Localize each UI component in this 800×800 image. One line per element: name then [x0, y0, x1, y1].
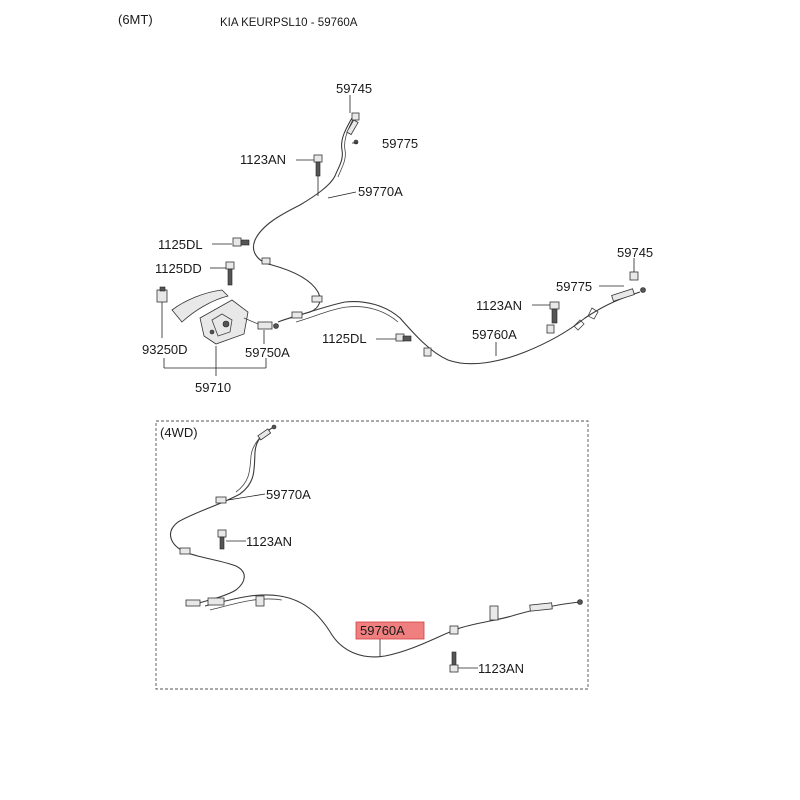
bolt-1123an-right [549, 301, 560, 324]
bolt-1125dl-top [232, 237, 250, 247]
cable-end-fitting-4wd-top [257, 428, 272, 441]
clip-59745-right [629, 271, 639, 281]
label-93250d: 93250D [142, 342, 188, 357]
parking-brake-lever-59710 [171, 289, 267, 345]
bolt-1125dd [225, 261, 235, 286]
cable-clip-left [261, 257, 271, 265]
label-1125dl-top: 1125DL [158, 237, 203, 252]
label-59770a-4wd: 59770A [266, 487, 311, 502]
cable-end-fitting-top [346, 119, 359, 136]
cable-end-fitting-right [611, 288, 635, 302]
bolt-1123an-4wd-a [217, 529, 227, 550]
cable-end-ball-4wd-top [271, 424, 277, 430]
bolt-1123an-4wd-b [449, 651, 459, 673]
bracket-4wd-right [489, 605, 499, 621]
bracket-4wd-mid [255, 595, 265, 607]
cable-end-ball-4wd-right [577, 599, 583, 605]
cable-clip-4wd-1 [215, 496, 227, 504]
label-1123an-4wd-a: 1123AN [246, 534, 292, 549]
cable-clip-4wd-low [449, 625, 459, 635]
cable-clip-mid-2 [291, 311, 303, 319]
bolt-1125dl-right [395, 333, 412, 342]
cable-clip-right [546, 324, 555, 334]
cable-59760a-bottom-sheath [209, 598, 283, 611]
top-assembly: 59745 59775 1123AN 59770A 1125DL 1125DD … [142, 81, 653, 395]
bracket-right-2 [573, 319, 585, 331]
label-59710: 59710 [195, 380, 231, 395]
cable-59760a-bottom [204, 594, 581, 658]
variant-label: (6MT) [118, 12, 153, 27]
cable-59770a-bottom-sheath [235, 429, 269, 493]
diagram-title: KIA KEURPSL10 - 59760A [220, 17, 358, 29]
cable-clip-mid [311, 295, 323, 303]
equalizer-59750a [257, 321, 279, 330]
label-59770a-top: 59770A [358, 184, 403, 199]
4wd-box-label: (4WD) [160, 425, 198, 440]
clip-59745-top [351, 112, 360, 121]
label-1123an-right: 1123AN [476, 298, 522, 313]
label-1123an-top: 1123AN [240, 152, 286, 167]
4wd-dashed-box [155, 420, 589, 690]
leader-lines-top [161, 95, 635, 376]
bottom-assembly: 59770A 1123AN 59760A 1123AN [170, 424, 583, 676]
cable-clip-low [423, 347, 432, 357]
switch-93250d [156, 286, 168, 303]
label-59775-top: 59775 [382, 136, 418, 151]
label-59750a: 59750A [245, 345, 290, 360]
label-59745-right: 59745 [617, 245, 653, 260]
highlight-59760a [355, 621, 425, 640]
label-59760a-4wd: 59760A [360, 623, 405, 638]
label-1123an-4wd-b: 1123AN [478, 661, 524, 676]
cable-clip-4wd-3 [185, 599, 201, 607]
leader-lines-bottom [226, 493, 478, 669]
cable-end-fitting-4wd-right [529, 602, 553, 612]
cable-59770a-top [253, 117, 353, 323]
cable-59760a-top [289, 291, 641, 365]
cable-end-ball-right [640, 287, 646, 293]
label-59775-right: 59775 [556, 279, 592, 294]
cable-59770a-bottom [170, 427, 273, 605]
label-1125dd: 1125DD [155, 261, 202, 276]
cable-59770a-top-sheath [337, 115, 356, 178]
label-59760a-top: 59760A [472, 327, 517, 342]
cable-59760a-top-sheath [295, 306, 399, 323]
label-59745-top: 59745 [336, 81, 372, 96]
bolt-1123an-top [313, 154, 323, 177]
label-1125dl-right: 1125DL [322, 331, 367, 346]
cable-clip-4wd-2 [179, 547, 191, 555]
equalizer-4wd [207, 597, 225, 606]
bracket-right [587, 307, 599, 320]
